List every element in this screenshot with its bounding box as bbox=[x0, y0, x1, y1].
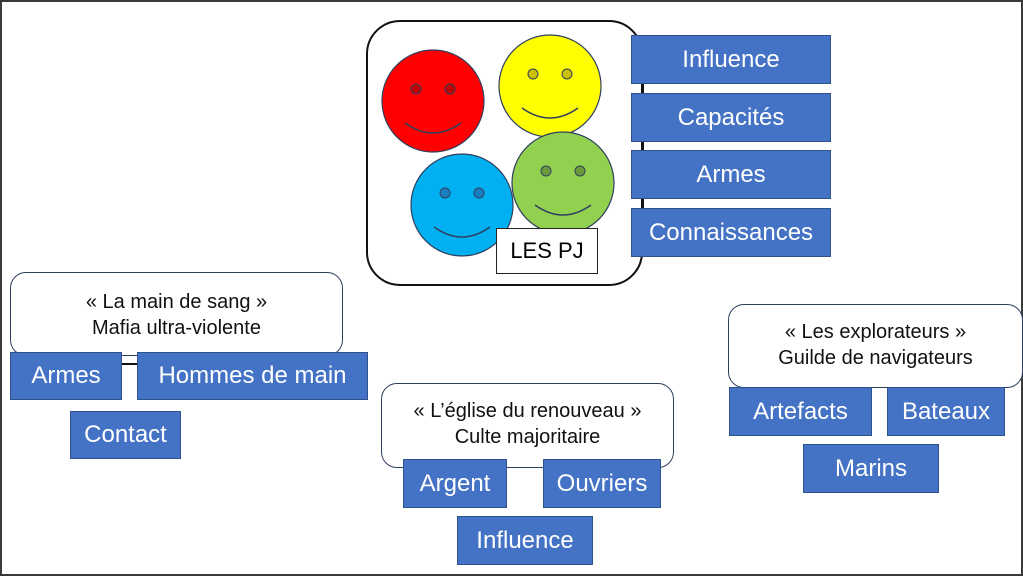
faction-resource-marins[interactable]: Marins bbox=[803, 444, 939, 493]
faction-resource-contact[interactable]: Contact bbox=[70, 411, 181, 459]
faction-eglise-du-renouveau: « L’église du renouveau » Culte majorita… bbox=[381, 383, 674, 468]
faction-description: Mafia ultra-violente bbox=[92, 317, 261, 339]
faction-resource-influence[interactable]: Influence bbox=[457, 516, 593, 565]
player-resource-capacites[interactable]: Capacités bbox=[631, 93, 831, 142]
faction-description: Guilde de navigateurs bbox=[778, 347, 973, 369]
faction-resource-armes[interactable]: Armes bbox=[10, 352, 122, 400]
faction-resource-argent[interactable]: Argent bbox=[403, 459, 507, 508]
faction-name: « La main de sang » bbox=[85, 291, 268, 313]
connector-line bbox=[642, 60, 644, 235]
faction-name: « Les explorateurs » bbox=[784, 321, 967, 343]
faction-name: « L’église du renouveau » bbox=[413, 400, 642, 422]
connector-line bbox=[122, 363, 138, 365]
faction-les-explorateurs: « Les explorateurs » Guilde de navigateu… bbox=[728, 304, 1023, 388]
faction-resource-artefacts[interactable]: Artefacts bbox=[729, 387, 872, 436]
faction-main-de-sang: « La main de sang » Mafia ultra-violente bbox=[10, 272, 343, 356]
faction-resource-hommes-de-main[interactable]: Hommes de main bbox=[137, 352, 368, 400]
player-resource-connaissances[interactable]: Connaissances bbox=[631, 208, 831, 257]
faction-resource-bateaux[interactable]: Bateaux bbox=[887, 387, 1005, 436]
player-resource-armes[interactable]: Armes bbox=[631, 150, 831, 199]
player-resource-influence[interactable]: Influence bbox=[631, 35, 831, 84]
faction-resource-ouvriers[interactable]: Ouvriers bbox=[543, 459, 661, 508]
faction-description: Culte majoritaire bbox=[454, 426, 601, 448]
players-label: LES PJ bbox=[496, 228, 598, 274]
